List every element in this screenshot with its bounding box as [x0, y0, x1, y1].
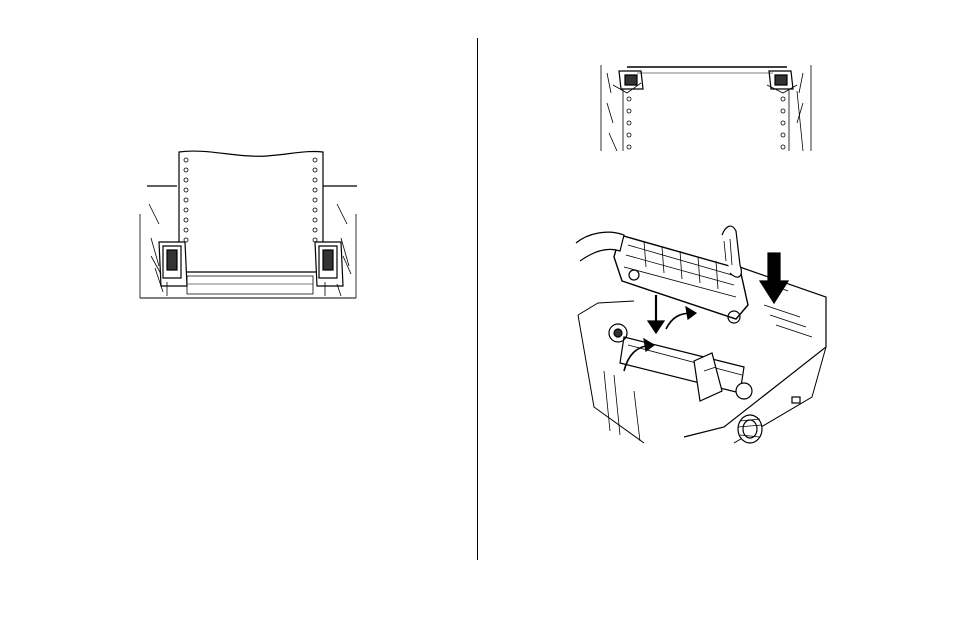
install-pull-tractor-unit-illustration	[574, 221, 836, 447]
tractor-pins-closeup-illustration	[597, 63, 815, 153]
tractor-feed-paper-loaded-illustration	[137, 146, 359, 300]
column-divider	[477, 38, 478, 560]
